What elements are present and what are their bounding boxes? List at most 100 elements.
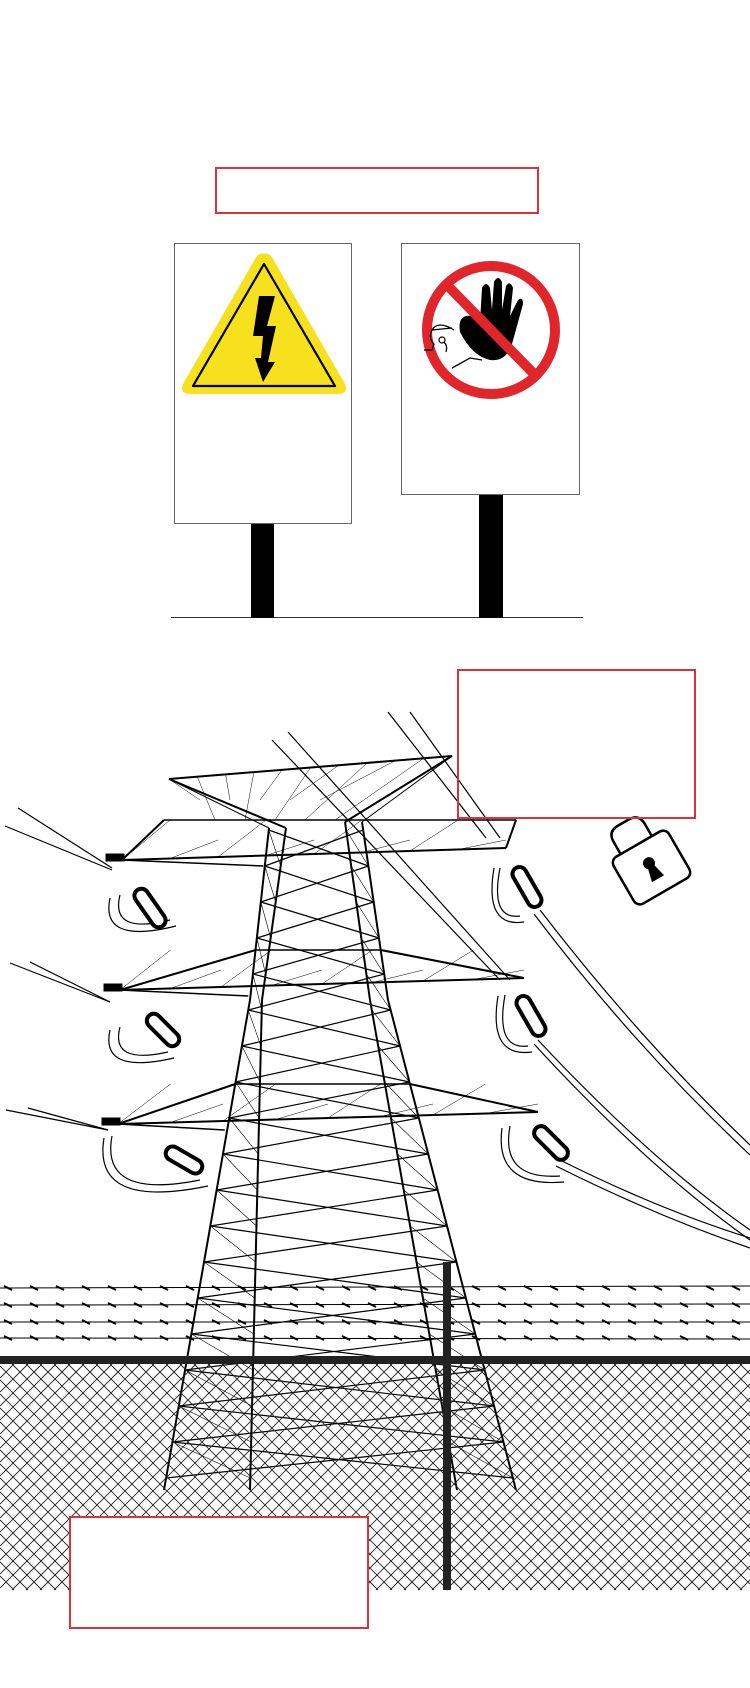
- peak-arm: [344, 755, 453, 823]
- barb: [3, 1335, 13, 1341]
- mesh-wire: [11, 1363, 239, 1591]
- arm-brace: [409, 819, 459, 852]
- mesh-wire: [0, 1533, 57, 1591]
- tower-brace: [256, 937, 266, 975]
- tower-brace: [241, 1045, 410, 1083]
- barb: [653, 1335, 663, 1341]
- tower-brace: [377, 1045, 410, 1083]
- tower-brace: [264, 865, 276, 903]
- barb: [731, 1302, 741, 1308]
- barb: [289, 1319, 299, 1325]
- barb: [393, 1302, 403, 1308]
- tower-brace: [172, 1441, 251, 1479]
- barb: [497, 1319, 507, 1325]
- arm-brace: [432, 1083, 486, 1116]
- arm-brace: [170, 1103, 224, 1123]
- barb: [133, 1302, 143, 1308]
- barb: [289, 1285, 299, 1291]
- tower-brace: [191, 1333, 485, 1371]
- tower-brace: [229, 1081, 410, 1119]
- barb: [263, 1285, 273, 1291]
- tower-brace: [235, 1045, 401, 1083]
- peak-brace: [334, 758, 424, 821]
- barb: [315, 1319, 325, 1325]
- barb: [523, 1319, 533, 1325]
- barb: [419, 1319, 429, 1325]
- tower-brace: [361, 937, 385, 975]
- barb: [55, 1302, 65, 1308]
- cross-arm: [409, 1083, 539, 1113]
- no-entry-hand-icon: [422, 261, 560, 399]
- barb: [29, 1302, 39, 1308]
- tower-brace: [216, 1189, 448, 1227]
- tower-brace: [203, 1261, 255, 1299]
- barb: [55, 1285, 65, 1291]
- barb: [237, 1319, 247, 1325]
- mesh-wire: [739, 1579, 750, 1591]
- tower-brace: [229, 1117, 259, 1155]
- barb: [575, 1285, 585, 1291]
- tower-brace: [247, 1009, 262, 1047]
- peak-arm: [168, 778, 270, 829]
- tower-leg: [261, 827, 287, 1001]
- tower-brace: [197, 1297, 476, 1335]
- tower-brace: [260, 865, 369, 903]
- barbed-strand: [0, 1285, 750, 1289]
- barb: [159, 1285, 169, 1291]
- cross-arm: [121, 819, 165, 861]
- tower-brace: [260, 901, 380, 939]
- barb: [731, 1285, 741, 1291]
- barb: [341, 1285, 351, 1291]
- barb: [523, 1335, 533, 1341]
- barb: [471, 1335, 481, 1341]
- barb: [55, 1335, 65, 1341]
- barb: [315, 1335, 325, 1341]
- mesh-wire: [0, 1561, 29, 1591]
- arm-brace: [327, 1083, 381, 1119]
- tower-brace: [222, 1153, 438, 1191]
- tower-brace: [355, 901, 380, 939]
- mesh-wire: [0, 1363, 169, 1533]
- peak-brace: [259, 769, 283, 801]
- arm-brace: [117, 1083, 171, 1125]
- tower-brace: [229, 1117, 429, 1155]
- tower-brace: [203, 1225, 448, 1263]
- mesh-wire: [627, 1467, 750, 1591]
- barb: [29, 1319, 39, 1325]
- clamp: [103, 983, 123, 992]
- arm-brace: [485, 1103, 539, 1114]
- tower-brace: [371, 1009, 401, 1047]
- barb: [315, 1302, 325, 1308]
- tower-brace: [197, 1297, 254, 1335]
- barb: [601, 1285, 611, 1291]
- mesh-wire: [557, 1397, 750, 1591]
- cross-arm: [117, 1083, 236, 1125]
- arm-brace: [321, 949, 373, 985]
- barb: [237, 1335, 247, 1341]
- barb: [211, 1302, 221, 1308]
- mesh-wire: [613, 1363, 750, 1501]
- title-placeholder-box: [215, 167, 539, 214]
- barb: [289, 1302, 299, 1308]
- mesh-wire: [0, 1363, 71, 1435]
- insulators: [132, 865, 570, 1176]
- mesh-wire: [585, 1425, 750, 1591]
- barb: [471, 1285, 481, 1291]
- tower-brace: [252, 973, 391, 1011]
- tower-brace: [210, 1225, 457, 1263]
- tower-frame: [101, 755, 539, 1491]
- barb: [419, 1302, 429, 1308]
- barb: [627, 1319, 637, 1325]
- tower-brace: [409, 1225, 457, 1263]
- barb: [341, 1319, 351, 1325]
- tower-brace: [166, 1441, 504, 1479]
- mesh-wire: [599, 1439, 750, 1591]
- barb: [367, 1319, 377, 1325]
- barb: [601, 1335, 611, 1341]
- barb: [107, 1302, 117, 1308]
- tower-brace: [256, 937, 385, 975]
- tower-brace: [216, 1153, 429, 1191]
- tower-brace: [350, 865, 374, 903]
- mesh-wire: [655, 1363, 750, 1459]
- barb: [263, 1302, 273, 1308]
